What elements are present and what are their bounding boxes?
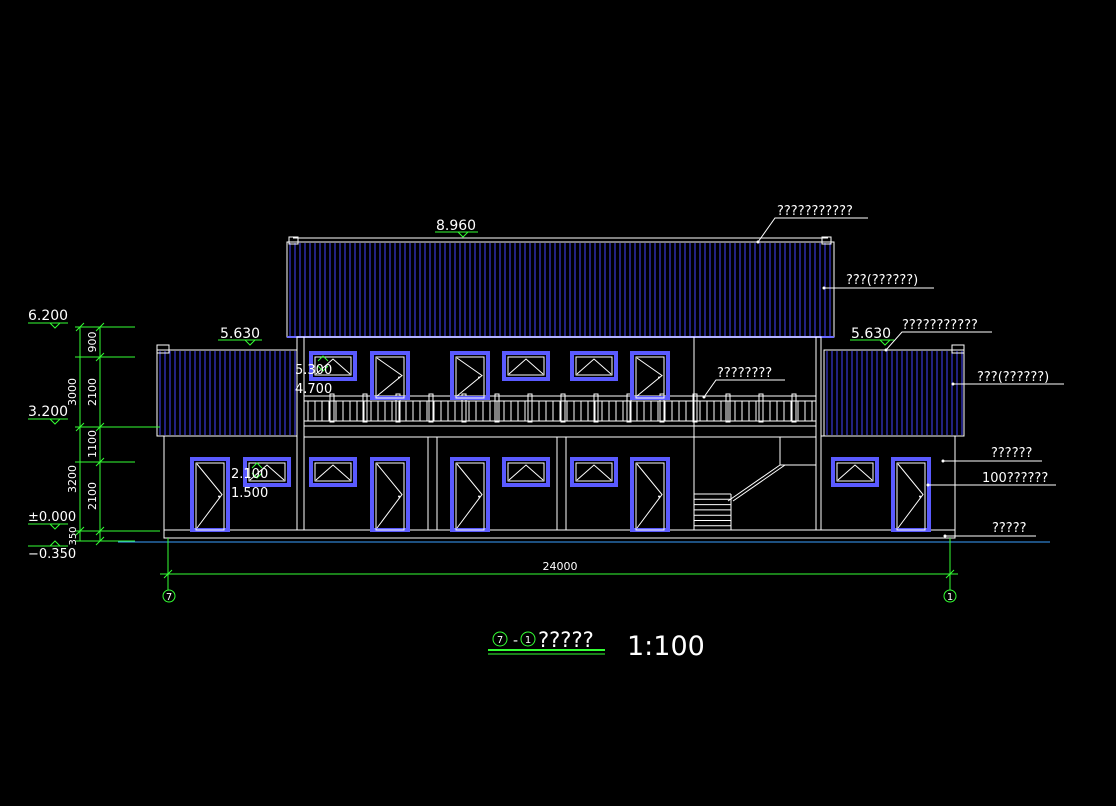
title-dash: - — [513, 633, 518, 649]
door — [370, 457, 410, 532]
balustrade-post — [593, 393, 599, 423]
roof-tiles — [159, 243, 963, 435]
exterior-stair — [694, 437, 816, 530]
dim-2100-lower: 2100 — [86, 482, 99, 510]
level-left-eave: 5.630 — [220, 326, 260, 342]
bottom-dimension — [160, 538, 958, 603]
left-wing-roof — [156, 349, 298, 437]
balustrade-post — [395, 393, 401, 423]
leader-lines — [703, 217, 1064, 537]
title-text: ????? — [538, 628, 594, 652]
door — [450, 457, 490, 532]
balustrade-post — [329, 393, 335, 423]
axis-bubble-right — [943, 589, 957, 603]
axis-label-right: 1 — [947, 592, 953, 603]
note-right-ridge: ??????????? — [902, 318, 978, 333]
dim-350: 350 — [68, 526, 79, 545]
dim-3200: 3200 — [66, 465, 79, 493]
left-dimension-chain — [28, 322, 160, 547]
level-6200: 6.200 — [28, 308, 68, 324]
level-ridge: 8.960 — [436, 218, 476, 234]
note-ridge: ??????????? — [777, 204, 853, 219]
plinth — [163, 529, 956, 539]
balustrade-post — [725, 393, 731, 423]
door — [630, 457, 670, 532]
level-win-upper-bottom: 4.700 — [295, 382, 332, 397]
right-wing-roof — [823, 349, 965, 437]
window — [570, 457, 618, 487]
balustrade-post — [527, 393, 533, 423]
leader-dots — [702, 240, 955, 538]
dim-24000: 24000 — [543, 560, 578, 573]
dim-1100: 1100 — [86, 430, 99, 458]
right-wing-ridge-end — [951, 344, 965, 354]
title-scale: 1:100 — [627, 631, 705, 662]
dim-3000: 3000 — [66, 378, 79, 406]
dim-900: 900 — [86, 332, 99, 353]
note-main-roof: ???(??????) — [846, 273, 918, 288]
window — [309, 457, 357, 487]
ridge-end-right — [821, 236, 832, 245]
balustrade-post — [560, 393, 566, 423]
balustrade-post — [758, 393, 764, 423]
level-zero: ±0.000 — [28, 510, 76, 525]
level-right-eave: 5.630 — [851, 326, 891, 342]
level-markers — [218, 231, 894, 479]
title-axis-to: 1 — [525, 635, 531, 646]
door — [891, 457, 931, 532]
dim-2100-upper: 2100 — [86, 378, 99, 406]
window — [243, 457, 291, 487]
balustrade-post — [428, 393, 434, 423]
balustrade-post — [494, 393, 500, 423]
door — [370, 351, 410, 400]
balustrade-post — [692, 393, 698, 423]
title-axis-from: 7 — [497, 635, 503, 646]
axis-label-left: 7 — [166, 592, 172, 603]
note-wall: ?????? — [991, 446, 1032, 461]
level-win-upper-top: 5.300 — [295, 363, 332, 378]
note-plinth: ????? — [992, 521, 1027, 536]
axis-bubble-left — [162, 589, 176, 603]
level-3200: 3.200 — [28, 404, 68, 420]
balustrade-post — [626, 393, 632, 423]
ridge-end-left — [288, 236, 299, 245]
note-balustrade: ???????? — [717, 366, 772, 381]
window — [502, 457, 550, 487]
window — [502, 351, 550, 381]
note-door-trim: 100?????? — [982, 471, 1048, 486]
left-wing-ridge-end — [156, 344, 170, 354]
title-bubble-to — [520, 631, 536, 647]
door — [630, 351, 670, 400]
drawing-title: 7 - 1 ????? 1:100 — [488, 628, 705, 662]
door — [190, 457, 230, 532]
balustrade-post — [461, 393, 467, 423]
balustrade-post — [791, 393, 797, 423]
window — [570, 351, 618, 381]
balustrade-post — [659, 393, 665, 423]
window — [309, 351, 357, 381]
balustrade — [304, 393, 816, 423]
balustrade-post — [362, 393, 368, 423]
level-win-lower-bottom: 1.500 — [231, 486, 268, 501]
title-bubble-from — [492, 631, 508, 647]
note-right-roof: ???(??????) — [977, 370, 1049, 385]
level-win-lower-top: 2.100 — [231, 467, 268, 482]
openings — [190, 351, 931, 532]
door — [450, 351, 490, 400]
level-ground: −0.350 — [28, 547, 76, 562]
window — [831, 457, 879, 487]
